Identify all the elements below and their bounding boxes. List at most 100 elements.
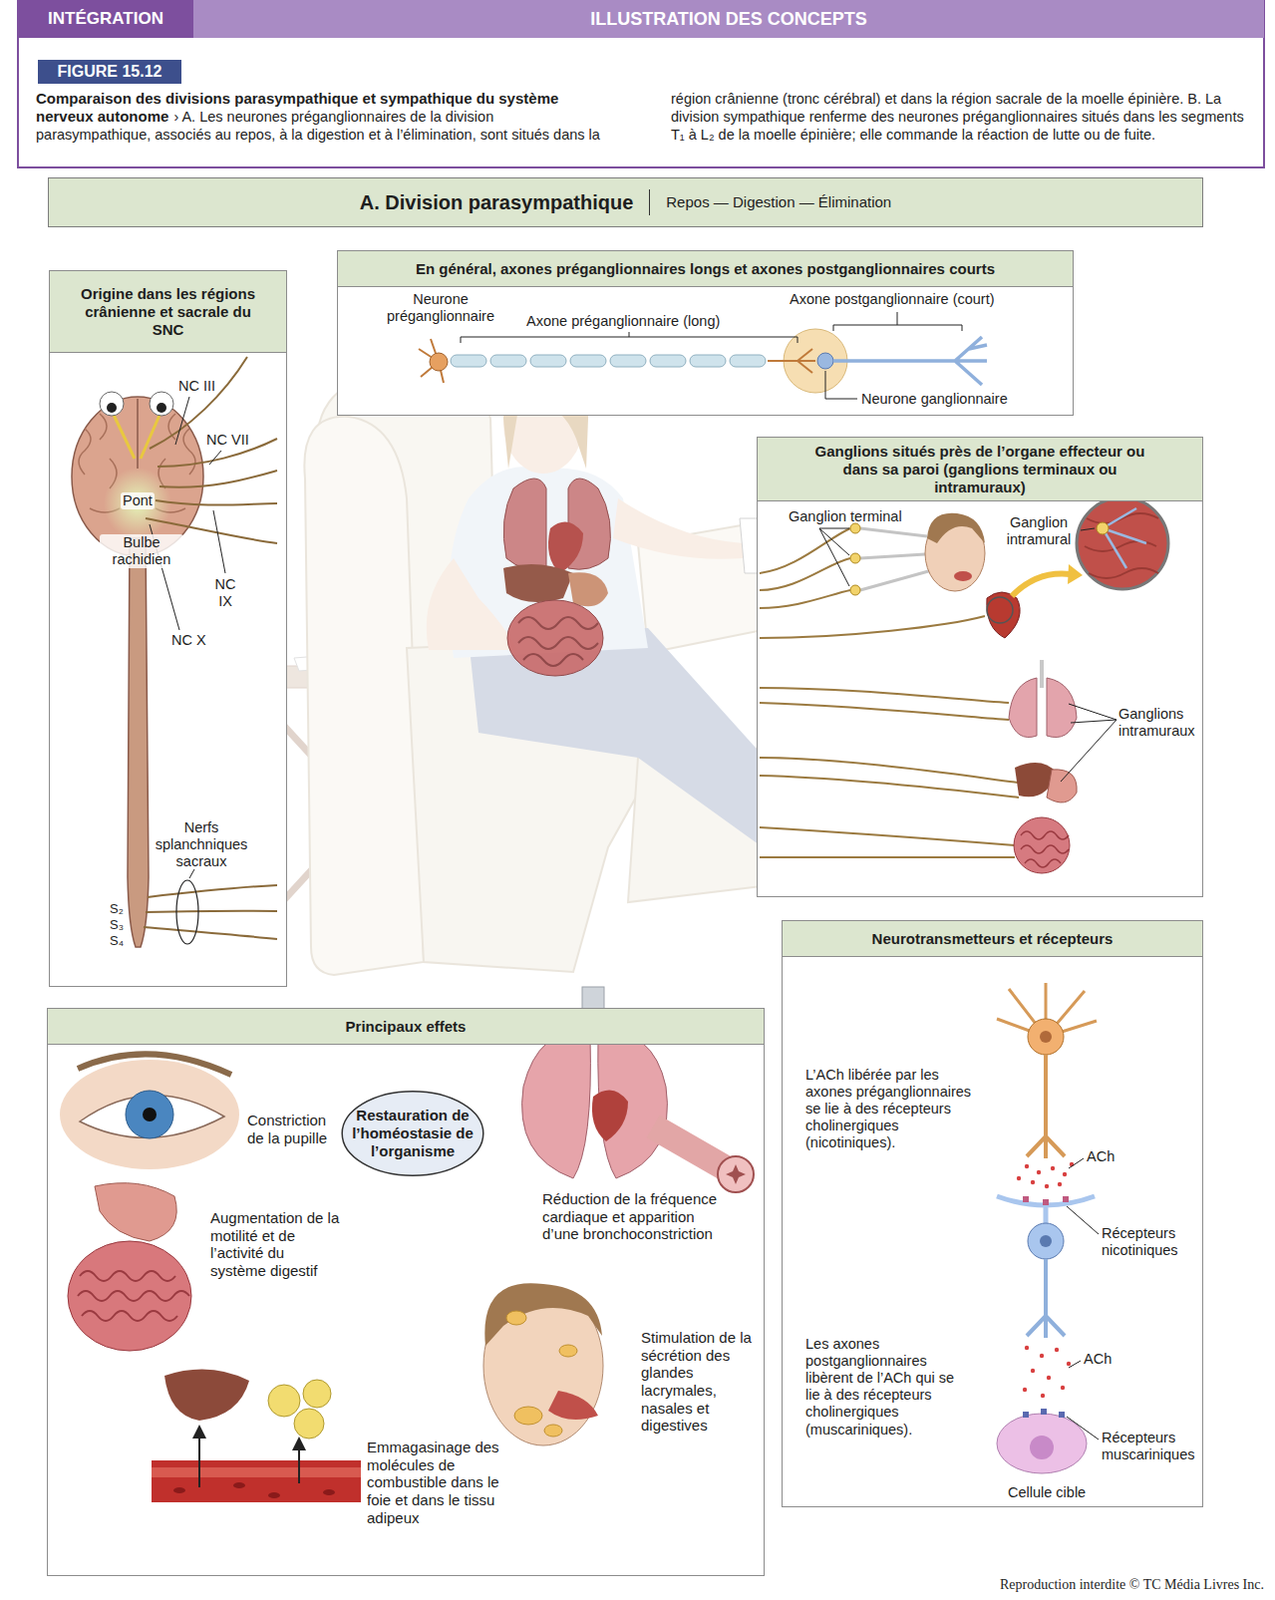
effector-organs: [1084, 513, 1159, 579]
neuron-chain: [610, 354, 646, 367]
synapse-drawing: [1042, 1199, 1049, 1206]
synapse-drawing: [1040, 1408, 1047, 1415]
neuron-chain: [490, 354, 527, 367]
effector-organs: [1080, 528, 1095, 531]
effector-organs: [1060, 703, 1117, 782]
synapse-drawing: [1054, 1347, 1059, 1352]
panel-grounds: [48, 270, 288, 987]
band-title: A. Division parasympathique: [359, 191, 650, 215]
panel-grounds: [47, 177, 1204, 228]
synapse-drawing: [1040, 1393, 1045, 1398]
effects-pictures: [94, 1183, 177, 1242]
neuron-chain: [450, 354, 766, 367]
torso-organs: [548, 522, 584, 574]
effects-pictures: [77, 1271, 190, 1321]
effector-organs: [850, 553, 861, 564]
synapse-drawing: [1058, 1411, 1065, 1418]
torso-organs: [503, 478, 547, 570]
effects-pictures: [173, 1487, 186, 1494]
effects-pictures: [322, 1489, 335, 1496]
effects-pictures: [268, 1379, 331, 1439]
effects-pictures: [717, 1156, 754, 1193]
panel-heading: Ganglions situés près de l’organe effect…: [757, 437, 1203, 502]
homeostasis-ellipse: Restauration de l’homéostasie de l’organ…: [339, 1088, 486, 1179]
synapse-drawing: [1036, 1170, 1041, 1175]
synapse-drawing: [1026, 1054, 1065, 1159]
panel-heading: Neurotransmetteurs et récepteurs: [782, 921, 1203, 957]
neuron-chain: [689, 354, 726, 367]
receptor-label: Récepteurs muscariniques: [1101, 1429, 1198, 1464]
brain-and-spinal-cord: [99, 391, 124, 416]
synapse-drawing: [1046, 1375, 1051, 1380]
effector-organs: [1008, 677, 1037, 738]
banner-label: ILLUSTRATION DES CONCEPTS: [193, 0, 1265, 38]
synapse-drawing: [1016, 1162, 1074, 1189]
effector-organs: [1067, 564, 1083, 585]
panel-grounds: [781, 920, 1204, 1508]
header-frame: [17, 0, 1265, 38]
synapse-drawing: [1039, 1235, 1052, 1248]
neuron-chain: [825, 370, 858, 399]
synapse-drawing: [1030, 1180, 1035, 1185]
brain-and-spinal-cord: [71, 396, 204, 557]
effector-organs: [850, 523, 861, 534]
effect-label: Constriction de la pupille: [247, 1111, 335, 1147]
neuron-chain: [817, 352, 834, 369]
effects-pictures: [506, 1310, 578, 1437]
effects-pictures: [506, 1310, 527, 1325]
band-subtitle: Repos — Digestion — Élimination: [648, 189, 892, 216]
effect-label: Stimulation de la sécrétion des glandes …: [640, 1328, 759, 1435]
neuron-chain: [729, 354, 766, 367]
neuron-chain: [418, 312, 987, 399]
neuron-chain: [649, 354, 686, 367]
synapse-drawing: [1022, 1387, 1027, 1392]
synapse-drawing: [1022, 1345, 1071, 1398]
receptor-label: Récepteurs nicotiniques: [1101, 1225, 1198, 1260]
effects-pictures: [294, 1408, 324, 1439]
effector-organs: [1011, 573, 1071, 597]
effector-organs: [759, 616, 1019, 858]
synapse-drawing: [1060, 1385, 1065, 1390]
synapse-drawing: [1062, 1172, 1067, 1177]
figure-number: FIGURE 15.12: [37, 59, 182, 84]
brain-part-label: Bulbe rachidien: [99, 534, 184, 569]
synapse-drawing: [1029, 1435, 1054, 1460]
synapse-drawing: [1050, 1166, 1055, 1171]
neuron-chain: [570, 354, 607, 367]
effects-pictures: [198, 1431, 201, 1488]
effector-organs: [1046, 677, 1077, 738]
synapse-drawing: [1024, 1164, 1029, 1169]
effects-pictures: [151, 1467, 361, 1478]
ellipse-shape: [341, 1091, 484, 1177]
panel-heading: Principaux effets: [47, 1008, 764, 1045]
effect-label: Emmagasinage des molécules de combustibl…: [366, 1438, 517, 1527]
effects-pictures: [592, 1090, 629, 1142]
effects-pictures: [522, 1031, 592, 1179]
nerve-label: Nerfs splanchniques sacraux: [149, 819, 254, 871]
ganglion-label: Ganglion terminal: [788, 508, 903, 526]
synapse-drawing: [1024, 1345, 1029, 1350]
header-frame: [17, 0, 194, 38]
brain-and-spinal-cord: [145, 356, 278, 544]
effector-organs: [986, 592, 1020, 638]
ganglion-label: Ganglion intramural: [996, 514, 1081, 549]
brain-and-spinal-cord: [176, 880, 199, 945]
synapse-drawing: [1039, 1030, 1052, 1043]
division-band: A. Division parasympathiqueRepos — Diges…: [47, 177, 1204, 228]
panel-heading: Origine dans les régions crânienne et sa…: [49, 271, 287, 353]
effects-pictures: [544, 1424, 563, 1437]
effects-pictures: [725, 1164, 746, 1185]
effects-pictures: [233, 1482, 246, 1489]
neuron-label: Neurone préganglionnaire: [384, 291, 497, 325]
synapse-drawing: [1044, 1184, 1049, 1189]
brain-and-spinal-cord: [127, 538, 149, 948]
synapse-drawing: [1022, 1411, 1029, 1418]
synapse-drawing: [1027, 1018, 1064, 1055]
brain-part-label: Pont: [120, 492, 155, 510]
torso-organs: [568, 572, 609, 607]
torso-organs: [503, 478, 611, 676]
synapse-drawing: [1022, 1196, 1029, 1203]
effector-organs: [1013, 817, 1070, 874]
synapse-drawing: [1062, 1196, 1069, 1203]
